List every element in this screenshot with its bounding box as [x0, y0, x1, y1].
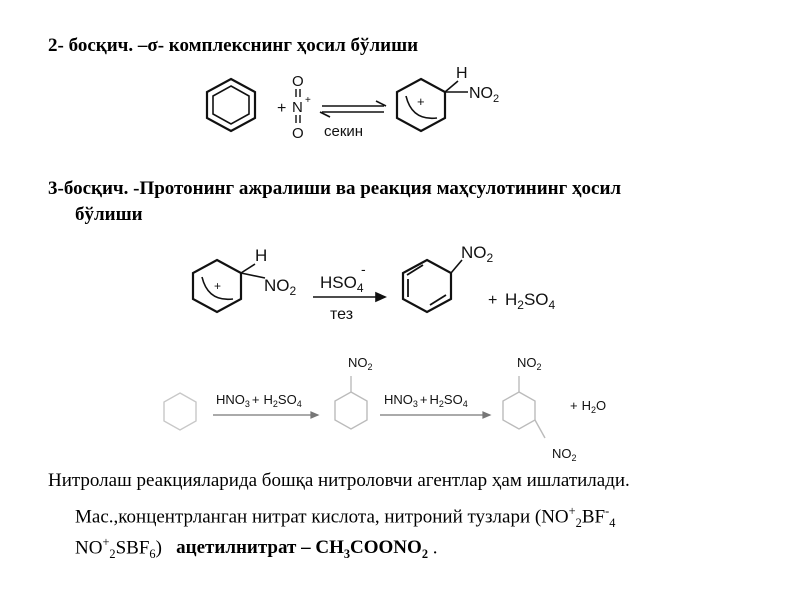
svg-text:+: + — [305, 95, 311, 106]
speed-label-slow: секин — [324, 123, 363, 140]
paragraph-line2: Мас.,концентрланган нитрат кислота, нитр… — [75, 504, 616, 531]
nitration-arrow-1 — [213, 411, 320, 419]
svg-text:NO2: NO2 — [264, 276, 297, 298]
plus-sign: + — [277, 100, 286, 117]
nitrobenzene-faint: NO2 — [334, 355, 373, 430]
benzene-ring — [205, 77, 257, 133]
water: +H2O — [570, 398, 606, 415]
svg-text:H: H — [456, 65, 468, 82]
plus-sign-byproduct: + — [488, 292, 497, 309]
step3-heading: 3-босқич. -Протонинг ажралиши ва реакция… — [48, 178, 622, 199]
svg-text:NO2: NO2 — [517, 355, 542, 372]
nitration-arrow-2 — [380, 411, 492, 419]
dinitrobenzene-faint: NO2 NO2 — [502, 355, 577, 463]
step2-heading: 2- босқич. –σ- комплекснинг ҳосил бўлиши — [48, 35, 419, 56]
acetyl-nitrate-formula: ацетилнитрат – CH3COONO2 — [176, 537, 428, 562]
svg-text:O: O — [292, 73, 304, 90]
nitration-reagents-2: HNO3+H2SO4 — [384, 392, 468, 409]
equilibrium-arrow — [319, 100, 387, 118]
step3-heading-line2: бўлиши — [75, 204, 143, 225]
nitrobenzene: NO2 — [401, 243, 494, 314]
reaction-arrow — [313, 291, 387, 303]
svg-text:NO2: NO2 — [552, 446, 577, 463]
sigma-complex: + H NO2 — [395, 65, 499, 133]
paragraph-line1: Нитролаш реакцияларида бошқа нитроловчи … — [48, 470, 630, 491]
reagent-charge: - — [361, 261, 366, 277]
nitration-reagents-1: HNO3+H2SO4 — [216, 392, 302, 409]
svg-text:N: N — [292, 99, 303, 116]
svg-text:+: + — [214, 279, 221, 293]
svg-text:NO2: NO2 — [461, 243, 494, 265]
sigma-complex-step3: + H NO2 — [191, 246, 297, 314]
svg-text:H: H — [255, 246, 267, 265]
svg-text:O: O — [292, 125, 304, 142]
svg-text:+: + — [417, 94, 425, 109]
nitronium-ion: O N + O — [292, 73, 311, 142]
hso4-reagent: HSO4 — [320, 273, 364, 295]
speed-label-fast: тез — [330, 306, 353, 323]
paragraph-line3: NO+2SBF6) ацетилнитрат – CH3COONO2 . — [75, 535, 438, 562]
sulfuric-acid: H2SO4 — [505, 290, 556, 312]
svg-text:NO2: NO2 — [348, 355, 373, 372]
svg-text:NO2: NO2 — [469, 85, 499, 105]
benzene-ring-faint — [163, 392, 197, 431]
